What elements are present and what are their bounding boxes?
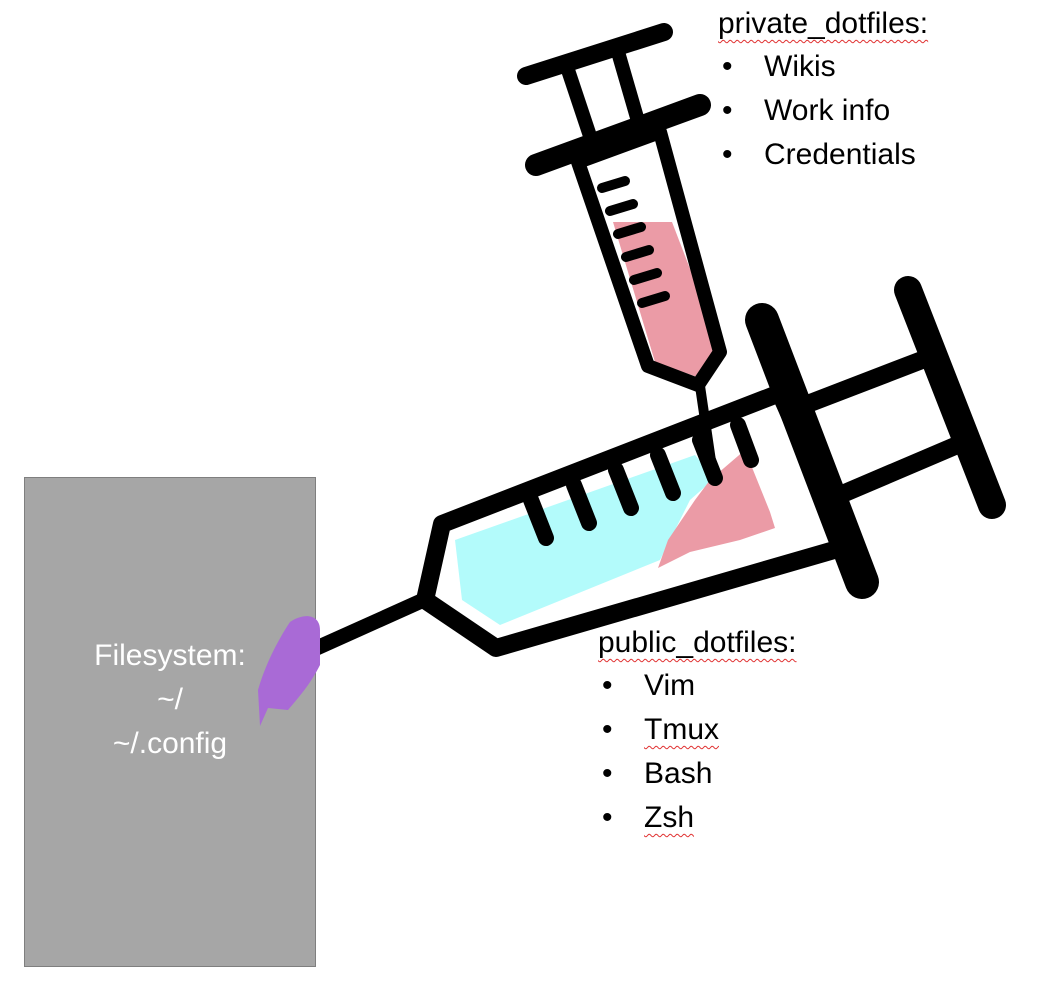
list-item-label: Tmux xyxy=(644,713,719,746)
merge-blob xyxy=(258,616,320,726)
public-fluid xyxy=(455,455,715,625)
big-syringe-plunger-handle xyxy=(894,276,1006,519)
list-item: Wikis xyxy=(718,45,928,89)
public-dotfiles-list: Vim Tmux Bash Zsh xyxy=(598,664,796,840)
big-syringe-barrel xyxy=(416,384,857,657)
small-syringe-ticks xyxy=(597,176,670,308)
big-syringe-plunger-rod-bottom xyxy=(836,437,959,504)
list-item: Credentials xyxy=(718,133,928,177)
private-fluid-mixed xyxy=(658,450,775,568)
list-item-label: Bash xyxy=(644,757,713,790)
big-syringe-flange xyxy=(745,303,879,599)
big-syringe-plunger-rod-top xyxy=(801,351,926,414)
small-syringe-plunger-rod-right xyxy=(611,50,647,130)
list-item: Work info xyxy=(718,89,928,133)
list-item: Vim xyxy=(598,664,796,708)
list-item-label: Zsh xyxy=(644,801,695,834)
small-syringe-needle xyxy=(695,385,717,469)
small-syringe-barrel xyxy=(571,125,727,392)
list-item: Zsh xyxy=(598,796,796,840)
private-dotfiles-heading: private_dotfiles: xyxy=(718,7,929,40)
small-syringe-plunger-rod-left xyxy=(561,67,600,148)
public-dotfiles-block: public_dotfiles: Vim Tmux Bash Zsh xyxy=(598,622,796,840)
list-item-label: Vim xyxy=(644,669,696,702)
list-item: Tmux xyxy=(598,708,796,752)
public-dotfiles-heading: public_dotfiles: xyxy=(598,626,797,659)
config-dir-path: ~/.config xyxy=(112,727,228,760)
small-syringe-flange xyxy=(525,94,711,176)
small-syringe-plunger-handle xyxy=(517,23,673,85)
private-dotfiles-block: private_dotfiles: Wikis Work info Creden… xyxy=(718,3,928,177)
filesystem-box: Filesystem: ~/ ~/.config xyxy=(24,477,316,967)
private-dotfiles-list: Wikis Work info Credentials xyxy=(718,45,928,177)
list-item: Bash xyxy=(598,752,796,796)
home-dir-path: ~/ xyxy=(157,683,183,716)
filesystem-label: Filesystem: xyxy=(94,639,246,672)
